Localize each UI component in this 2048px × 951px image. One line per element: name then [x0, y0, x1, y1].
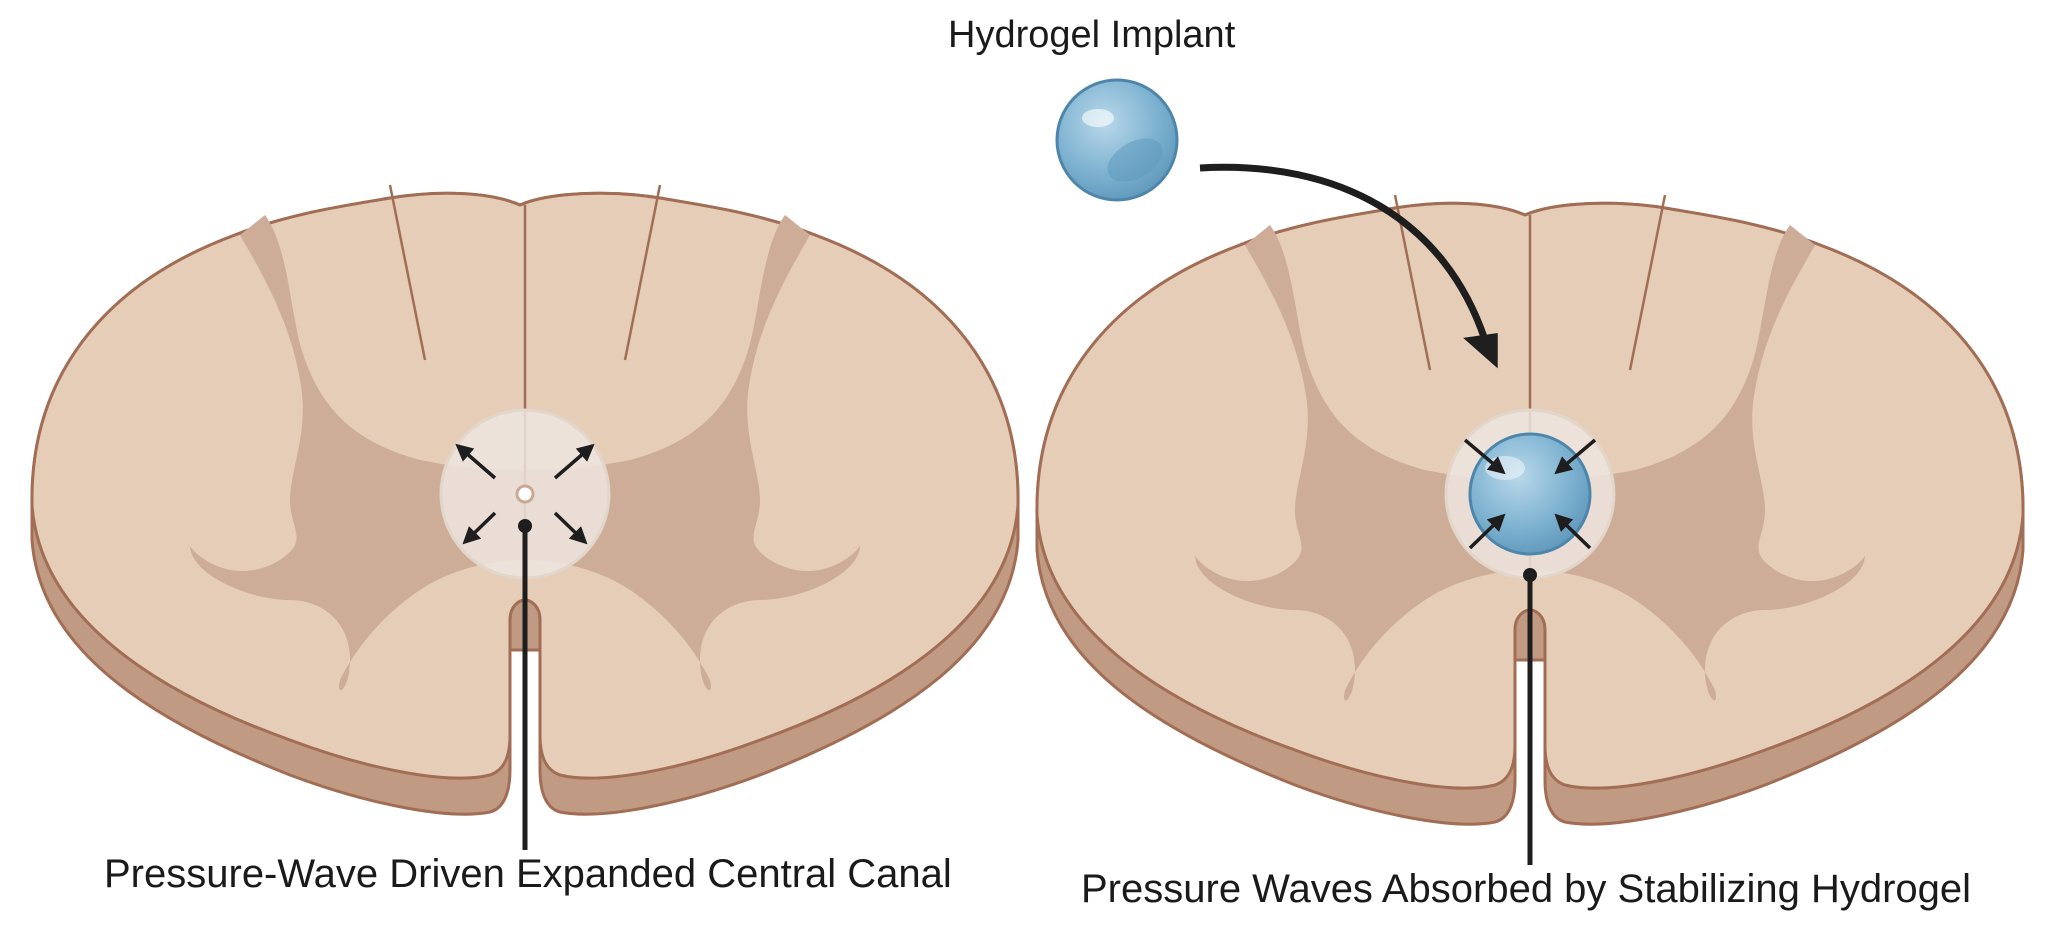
- pressure-arrow-se-left: [553, 511, 588, 545]
- spinal-cord-left: [30, 184, 1020, 850]
- hydrogel-shine: [1082, 109, 1114, 127]
- spinal-cord-right: [1035, 194, 2025, 865]
- hydrogel-implant: [1055, 78, 1179, 202]
- pressure-arrow-nw-right: [1463, 438, 1506, 475]
- grey-matter-left: [190, 215, 860, 691]
- dorsal-root-line-left-a: [388, 184, 427, 361]
- pressure-arrow-ne-left: [553, 443, 595, 480]
- left-caption: Pressure-Wave Driven Expanded Central Ca…: [104, 852, 952, 896]
- implanted-hydrogel-shine: [1485, 456, 1525, 480]
- hydrogel-inner-glint: [1107, 138, 1163, 182]
- pressure-arrow-nw-left: [455, 443, 497, 480]
- hydrogel-sphere: [1055, 78, 1179, 202]
- dorsal-root-line-left-b: [623, 184, 662, 361]
- central-canal-left: [515, 484, 535, 504]
- grey-matter-right: [1195, 225, 1865, 701]
- right-caption: Pressure Waves Absorbed by Stabilizing H…: [1081, 867, 1972, 911]
- insertion-arrow: [1199, 163, 1489, 342]
- dorsal-root-line-right-b: [1628, 194, 1667, 371]
- hydrogel-implant-label: Hydrogel Implant: [948, 14, 1236, 56]
- pressure-arrow-sw-left: [462, 511, 497, 545]
- pressure-arrow-se-right: [1554, 513, 1592, 550]
- pressure-arrow-ne-right: [1554, 438, 1597, 475]
- pressure-arrow-sw-right: [1468, 513, 1506, 550]
- implanted-hydrogel: [1468, 432, 1592, 556]
- insertion-arrowhead: [1463, 333, 1498, 369]
